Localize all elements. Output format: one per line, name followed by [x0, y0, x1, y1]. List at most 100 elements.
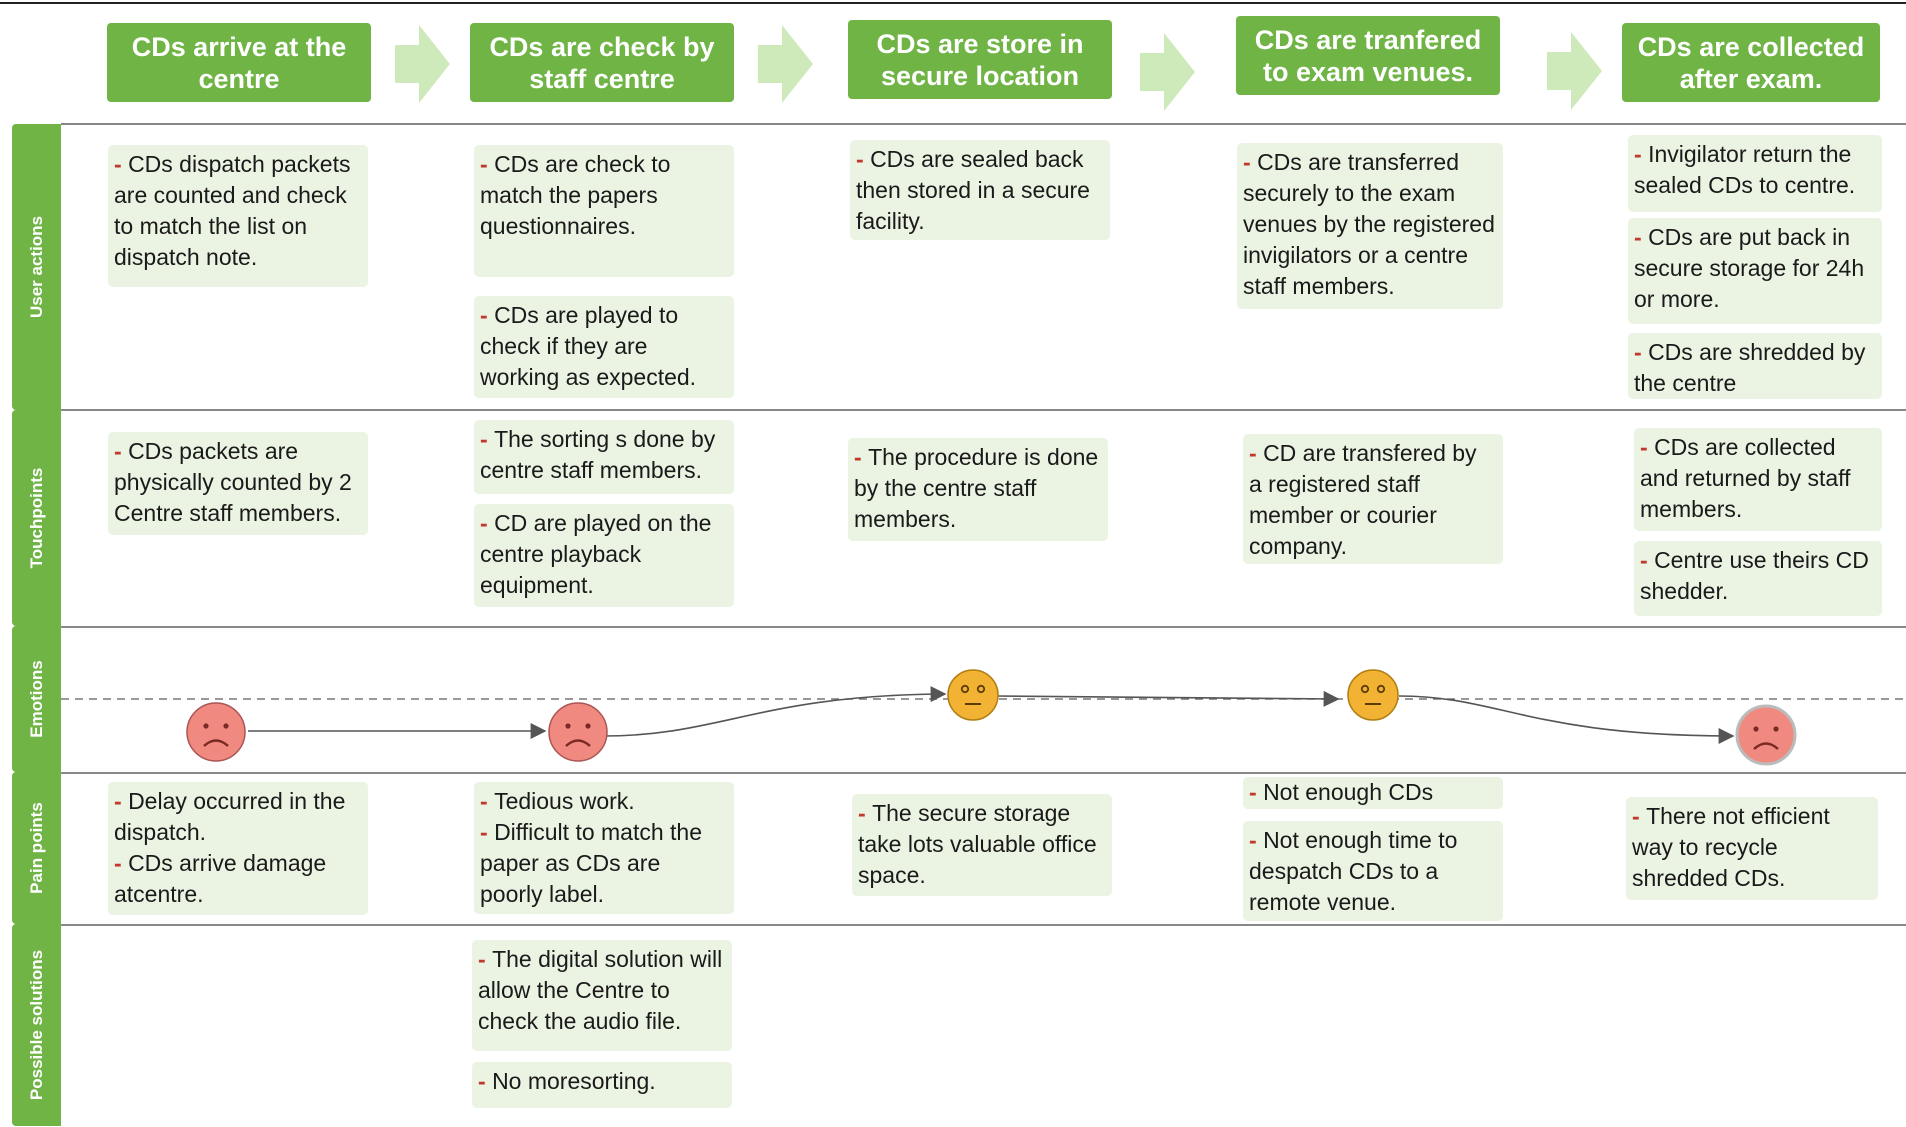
card-line: dispatch note.	[114, 242, 362, 273]
sad-face-icon	[548, 702, 608, 762]
card-text: invigilators or a centre	[1243, 242, 1468, 268]
card-text: poorly label.	[480, 881, 605, 907]
card-line: shedder.	[1640, 576, 1876, 607]
card-line: company.	[1249, 531, 1497, 562]
card-text: securely to the exam	[1243, 180, 1456, 206]
card-line: questionnaires.	[480, 211, 728, 242]
card-line: or more.	[1634, 284, 1876, 315]
lane-divider	[61, 772, 1906, 774]
card-text: Delay occurred in the	[128, 788, 346, 814]
card-line: a registered staff	[1249, 469, 1497, 500]
bullet-dash: -	[114, 850, 129, 876]
card-line: - Difficult to match the	[480, 817, 728, 848]
card-line: and returned by staff	[1640, 463, 1876, 494]
card-text: Tedious work.	[494, 788, 635, 814]
card-line: securely to the exam	[1243, 178, 1497, 209]
card-text: physically counted by 2	[114, 469, 352, 495]
bullet-dash: -	[1249, 440, 1264, 466]
card-line: - CDs are played to	[480, 300, 728, 331]
card-text: match the papers	[480, 182, 658, 208]
card-text: shedder.	[1640, 578, 1729, 604]
card-text: and returned by staff	[1640, 465, 1851, 491]
card-line: - CD are transfered by	[1249, 438, 1497, 469]
neutral-face-icon	[947, 669, 999, 721]
card-line: - Invigilator return the	[1634, 139, 1876, 170]
card-line: - CDs are collected	[1640, 432, 1876, 463]
stage-transfer: CDs are tranfered to exam venues.	[1236, 16, 1500, 95]
card-line: facility.	[856, 206, 1104, 237]
card-text: The digital solution will	[492, 946, 723, 972]
card-text: paper as CDs are	[480, 850, 661, 876]
card-line: members.	[854, 504, 1102, 535]
card-text: CDs arrive damage	[128, 850, 327, 876]
card-line: - CDs are transferred	[1243, 147, 1497, 178]
bullet-dash: -	[478, 1068, 493, 1094]
card-text: CDs are shredded by	[1648, 339, 1866, 365]
card-text: way to recycle	[1632, 834, 1778, 860]
bullet-dash: -	[478, 946, 493, 972]
card-text: member or courier	[1249, 502, 1437, 528]
card-line: - The procedure is done	[854, 442, 1102, 473]
bullet-dash: -	[1632, 803, 1647, 829]
bullet-dash: -	[856, 146, 871, 172]
card-line: - Not enough time to	[1249, 825, 1497, 856]
bullet-dash: -	[480, 302, 495, 328]
card-text: The secure storage	[872, 800, 1071, 826]
lane-divider	[61, 924, 1906, 926]
card-line: physically counted by 2	[114, 467, 362, 498]
card-line: member or courier	[1249, 500, 1497, 531]
card-text: CDs are collected	[1654, 434, 1836, 460]
card-text: venues by the registered	[1243, 211, 1495, 237]
card-text: check if they are	[480, 333, 648, 359]
card-line: - CDs are check to	[480, 149, 728, 180]
bullet-dash: -	[1634, 224, 1649, 250]
bullet-dash: -	[858, 800, 873, 826]
sad-face-icon	[186, 702, 246, 762]
bullet-dash: -	[1249, 779, 1264, 805]
bullet-dash: -	[114, 788, 129, 814]
card-line: - CDs are shredded by	[1634, 337, 1876, 368]
card-line: - Tedious work.	[480, 786, 728, 817]
emotion-connector	[603, 686, 947, 737]
card-line: - Delay occurred in the	[114, 786, 362, 817]
card-line: shredded CDs.	[1632, 863, 1872, 894]
card-text: CDs dispatch packets	[128, 151, 351, 177]
bullet-dash: -	[1634, 339, 1649, 365]
card-line: Centre staff members.	[114, 498, 362, 529]
card-line: - No moresorting.	[478, 1066, 726, 1097]
lane-divider	[61, 123, 1906, 125]
card-line: - Centre use theirs CD	[1640, 545, 1876, 576]
top-border	[0, 2, 1906, 4]
card-text: a registered staff	[1249, 471, 1420, 497]
card-line: members.	[1640, 494, 1876, 525]
card-line: are counted and check	[114, 180, 362, 211]
card-text: remote venue.	[1249, 889, 1397, 915]
card-text: CDs packets are	[128, 438, 299, 464]
card-line: poorly label.	[480, 879, 728, 910]
card-line: - CDs are sealed back	[856, 144, 1104, 175]
card-text: company.	[1249, 533, 1348, 559]
card-text: Not enough time to	[1263, 827, 1458, 853]
bullet-dash: -	[1249, 827, 1264, 853]
bullet-dash: -	[480, 788, 495, 814]
card-text: dispatch note.	[114, 244, 258, 270]
card-text: members.	[1640, 496, 1743, 522]
card-line: - CDs arrive damage	[114, 848, 362, 879]
card-line: - There not efficient	[1632, 801, 1872, 832]
card-line: check the audio file.	[478, 1006, 726, 1037]
card-text: centre playback	[480, 541, 642, 567]
card-text: facility.	[856, 208, 925, 234]
card-text: sealed CDs to centre.	[1634, 172, 1856, 198]
